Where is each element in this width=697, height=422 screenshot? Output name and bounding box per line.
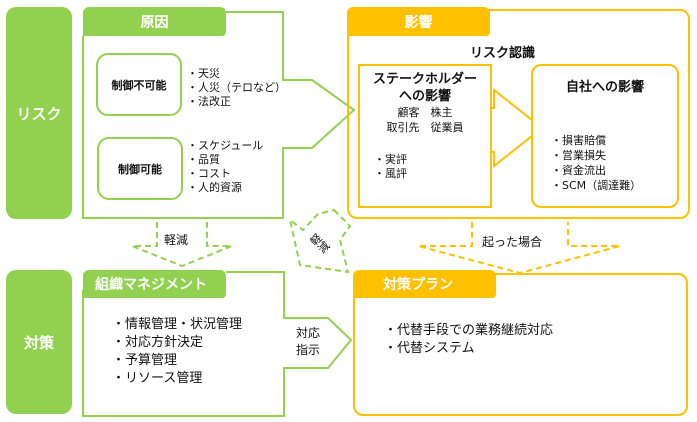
stakeholder-box: ステークホルダー への影響 顧客 株主 取引先 従業員 ・実評 ・風評 [358,64,492,208]
company-box: 自社への影響 ・損害賠償 ・営業損失 ・資金流出 ・SCM（調達難） [531,64,679,208]
row-label-measures: 対策 [6,270,72,414]
response-label: 対応 指示 [296,325,320,359]
controllable-list: ・スケジュール ・品質 ・コスト ・人的資源 [187,139,263,195]
impact-frame [347,9,690,219]
stakeholder-list: ・実評 ・風評 [374,153,490,181]
list-item: ・対応方針決定 [112,335,204,350]
row-label-risk-text: リスク [16,104,62,123]
org-mgmt-title: 組織マネジメント [95,277,207,293]
list-item: ・人災（テロなど） [187,81,286,94]
cause-tab: 原因 [83,7,226,36]
list-item: ・法改正 [187,95,231,108]
org-mgmt-list: ・情報管理・状況管理 ・対応方針決定 ・予算管理 ・リソース管理 [112,316,242,388]
response-label-2: 指示 [296,343,321,357]
cause-arrow-outline [82,11,356,219]
list-item: ・予算管理 [112,353,178,368]
risk-recognition-label: リスク認識 [470,46,536,61]
list-item: ・SCM（調達難） [551,179,642,192]
list-item: ・資金流出 [551,164,606,177]
stakeholder-title-2: への影響 [398,89,451,104]
uncontrollable-list: ・天災 ・人災（テロなど） ・法改正 [187,67,286,109]
mitigate-down-label: 軽減 [164,233,189,247]
if-occurs-label: 起った場合 [482,235,543,249]
list-item: ・風評 [374,167,407,180]
uncontrollable-box: 制御不可能 [96,53,182,116]
impact-title: 影響 [404,14,433,31]
company-list: ・損害賠償 ・営業損失 ・資金流出 ・SCM（調達難） [551,133,677,193]
list-item: ・実評 [374,153,407,166]
list-item: ・情報管理・状況管理 [112,317,243,332]
cause-title: 原因 [140,14,169,31]
mitigate-diagonal-arrow [288,208,352,274]
list-item: ・損害賠償 [551,134,606,147]
uncontrollable-label: 制御不可能 [111,78,167,92]
mitigate-down-arrow [131,222,233,268]
list-item: ・営業損失 [551,149,606,162]
list-item: ・コスト [187,167,231,180]
impact-tab: 影響 [347,7,490,36]
list-item: ・天災 [187,67,220,80]
plan-title: 対策プラン [383,277,453,293]
row-label-risk: リスク [6,7,72,219]
plan-list: ・代替手段での業務継続対応 ・代替システム [384,322,553,358]
list-item: ・人的資源 [187,181,242,194]
response-label-1: 対応 [296,326,321,340]
org-arrow-outline [82,271,353,417]
stakeholder-parties-2: 取引先 従業員 [386,121,464,134]
plan-tab: 対策プラン [353,270,496,298]
list-item: ・リソース管理 [112,371,203,386]
stakeholder-title-1: ステークホルダー [372,72,477,87]
plan-frame [353,273,688,416]
list-item: ・代替システム [384,341,475,356]
org-mgmt-tab: 組織マネジメント [83,270,226,298]
list-item: ・スケジュール [187,139,264,152]
row-label-measures-text: 対策 [23,333,54,352]
controllable-box: 制御可能 [97,137,183,200]
controllable-label: 制御可能 [118,162,162,176]
stakeholder-parties-1: 顧客 株主 [397,106,453,119]
list-item: ・代替手段での業務継続対応 [384,323,554,338]
list-item: ・品質 [187,153,220,166]
company-title: 自社への影響 [565,80,644,95]
